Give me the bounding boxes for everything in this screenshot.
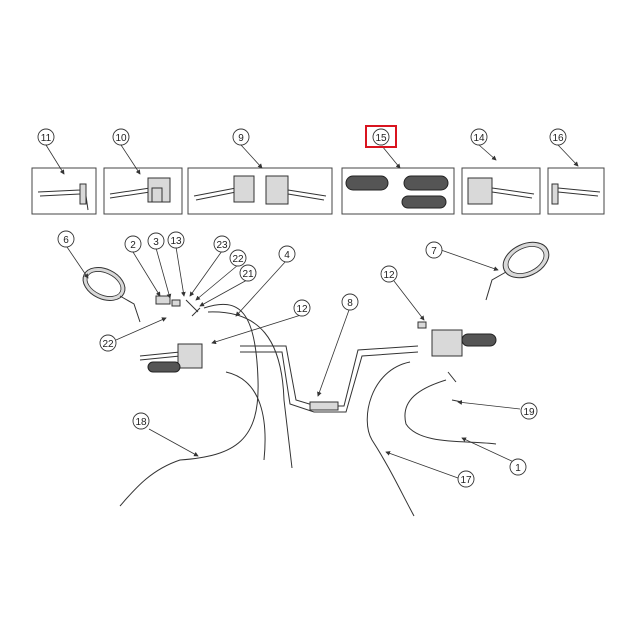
svg-text:11: 11 xyxy=(41,133,52,144)
box-part-11 xyxy=(31,167,97,215)
callout-11[interactable]: 11 xyxy=(37,128,55,146)
svg-text:12: 12 xyxy=(296,304,308,315)
callout-8[interactable]: 8 xyxy=(341,293,359,311)
svg-text:17: 17 xyxy=(460,475,472,486)
callout-19[interactable]: 19 xyxy=(520,402,538,420)
small-parts-left xyxy=(155,295,201,317)
box-part-10 xyxy=(103,167,183,215)
svg-text:23: 23 xyxy=(216,240,228,251)
right-switch-assembly xyxy=(417,321,497,357)
box-part-14 xyxy=(461,167,541,215)
callout-12-left[interactable]: 12 xyxy=(293,299,311,317)
svg-text:19: 19 xyxy=(523,407,535,418)
svg-text:12: 12 xyxy=(383,270,395,281)
callout-22-lower[interactable]: 22 xyxy=(99,334,117,352)
svg-text:8: 8 xyxy=(347,298,353,309)
svg-text:22: 22 xyxy=(232,254,244,265)
leader-lines xyxy=(45,144,579,479)
box-part-9 xyxy=(187,167,333,215)
callout-12-right[interactable]: 12 xyxy=(380,265,398,283)
svg-text:16: 16 xyxy=(552,133,564,144)
mirror-right xyxy=(485,241,550,301)
svg-text:1: 1 xyxy=(515,463,521,474)
callout-21[interactable]: 21 xyxy=(239,264,257,282)
svg-text:13: 13 xyxy=(170,236,182,247)
callout-2[interactable]: 2 xyxy=(124,235,142,253)
highlight-box xyxy=(365,125,397,148)
cables xyxy=(119,303,497,517)
callout-10[interactable]: 10 xyxy=(112,128,130,146)
box-part-16 xyxy=(547,167,605,215)
callout-16[interactable]: 16 xyxy=(549,128,567,146)
svg-text:9: 9 xyxy=(238,133,244,144)
svg-text:15: 15 xyxy=(375,133,387,144)
callout-6[interactable]: 6 xyxy=(57,230,75,248)
svg-text:3: 3 xyxy=(153,237,159,248)
handlebar xyxy=(240,345,419,413)
callout-1[interactable]: 1 xyxy=(509,458,527,476)
svg-text:18: 18 xyxy=(135,417,147,428)
callout-4[interactable]: 4 xyxy=(278,245,296,263)
svg-text:4: 4 xyxy=(284,250,290,261)
svg-text:7: 7 xyxy=(431,246,437,257)
callout-9[interactable]: 9 xyxy=(232,128,250,146)
svg-text:22: 22 xyxy=(102,339,114,350)
callout-15-highlighted[interactable]: 15 xyxy=(365,125,397,148)
box-part-15 xyxy=(341,167,455,215)
mirror-left xyxy=(82,267,141,323)
callout-14[interactable]: 14 xyxy=(470,128,488,146)
left-switch-assembly xyxy=(139,343,203,373)
svg-text:6: 6 xyxy=(63,235,69,246)
callout-7[interactable]: 7 xyxy=(425,241,443,259)
callout-18[interactable]: 18 xyxy=(132,412,150,430)
callout-22-upper[interactable]: 22 xyxy=(229,249,247,267)
callout-17[interactable]: 17 xyxy=(457,470,475,488)
svg-text:21: 21 xyxy=(242,269,254,280)
callout-3[interactable]: 3 xyxy=(147,232,165,250)
svg-text:14: 14 xyxy=(473,133,485,144)
svg-text:10: 10 xyxy=(115,133,127,144)
callout-23[interactable]: 23 xyxy=(213,235,231,253)
callout-13[interactable]: 13 xyxy=(167,231,185,249)
svg-text:2: 2 xyxy=(130,240,136,251)
